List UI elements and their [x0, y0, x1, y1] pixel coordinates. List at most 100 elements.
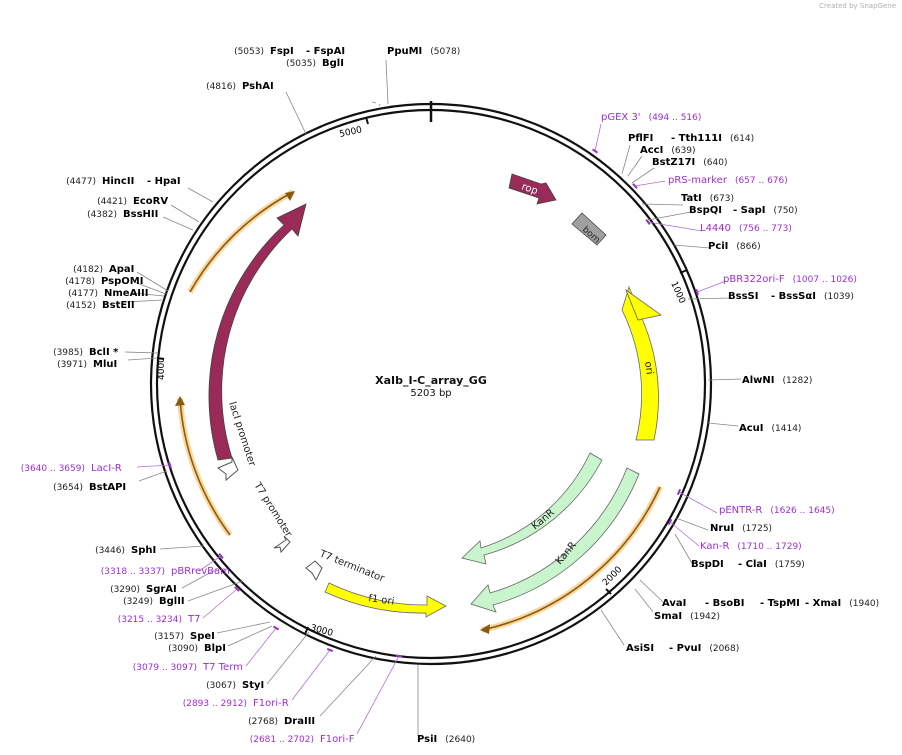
site-label-enzyme[interactable]: BglI — [322, 58, 344, 69]
site-label-enzyme[interactable]: DraIII — [284, 716, 315, 727]
site-label-enzyme[interactable]: - ClaI — [738, 559, 767, 570]
site-label-enzyme[interactable]: FspI — [270, 46, 294, 57]
site-label-enzyme[interactable]: - XmaI — [805, 598, 841, 609]
site-label-primer[interactable]: pENTR-R — [719, 505, 762, 516]
site-label-enzyme[interactable]: BssSI — [728, 291, 758, 302]
leader-line — [266, 631, 310, 685]
site-label-enzyme[interactable]: - FspAI — [306, 46, 345, 57]
primer-site-marker — [695, 288, 699, 296]
plasmid-name: XaIb_I-C_array_GG — [375, 374, 487, 387]
tick-mark-1000 — [679, 269, 688, 274]
leader-line — [285, 91, 307, 135]
leader-line — [138, 470, 168, 482]
tick-label-4000: 4000 — [157, 357, 167, 380]
leader-line — [170, 204, 200, 223]
site-label-enzyme[interactable]: AcuI — [739, 423, 764, 434]
site-label-enzyme[interactable]: PpuMI — [387, 46, 422, 57]
site-position: (1282) — [783, 376, 813, 386]
site-label-primer[interactable]: T7 — [187, 614, 200, 625]
site-label-primer[interactable]: pBR322ori-F — [723, 274, 785, 285]
site-label-enzyme[interactable]: TatI — [681, 193, 702, 204]
leader-lines — [124, 59, 742, 736]
leader-line — [707, 422, 739, 427]
site-label-enzyme[interactable]: NruI — [710, 523, 734, 534]
site-position: (639) — [671, 146, 695, 156]
site-label-primer[interactable]: pGEX 3' — [601, 112, 641, 123]
site-label-primer[interactable]: F1ori-F — [320, 734, 355, 745]
tick-mark-4000 — [156, 357, 165, 360]
site-position: (750) — [773, 206, 797, 216]
primer-site-marker — [645, 218, 651, 226]
site-label-enzyme[interactable]: AccI — [640, 145, 663, 156]
leader-line — [125, 299, 163, 303]
feature-rop-label: rop — [520, 181, 539, 197]
site-label-enzyme[interactable]: - TspMI — [760, 598, 800, 609]
feature-bom[interactable] — [571, 212, 607, 246]
site-label-enzyme[interactable]: BspQI — [689, 205, 722, 216]
leader-line — [356, 655, 400, 735]
site-label-enzyme[interactable]: - PvuI — [669, 643, 701, 654]
site-label-enzyme[interactable]: AlwNI — [742, 375, 775, 386]
site-label-primer[interactable]: L4440 — [700, 223, 731, 234]
site-label-enzyme[interactable]: BstAPI — [89, 482, 126, 493]
site-position: (2068) — [709, 644, 739, 654]
site-label-enzyme[interactable]: PciI — [708, 241, 728, 252]
site-label-primer[interactable]: LacI-R — [91, 463, 122, 474]
site-label-enzyme[interactable]: - HpaI — [147, 176, 181, 187]
feature-laci-promoter-arrow[interactable] — [217, 456, 239, 482]
site-label-enzyme[interactable]: MluI — [93, 359, 117, 370]
site-position: (5035) — [286, 59, 316, 69]
site-label-primer[interactable]: T7 Term — [202, 662, 243, 673]
site-label-enzyme[interactable]: PspOMI — [101, 276, 143, 287]
site-label-enzyme[interactable]: ApaI — [109, 264, 134, 275]
site-label-enzyme[interactable]: BglII — [159, 596, 185, 607]
site-label-enzyme[interactable]: AsiSI — [626, 643, 654, 654]
site-label-enzyme[interactable]: SmaI — [654, 611, 682, 622]
feature-laci[interactable] — [208, 203, 307, 461]
site-label-primer[interactable]: F1ori-R — [253, 698, 289, 709]
site-label-enzyme[interactable]: PshAI — [242, 81, 274, 92]
site-position: (3067) — [206, 681, 236, 691]
site-position: (3318 .. 3337) — [101, 567, 165, 577]
site-label-enzyme[interactable]: BstEII — [102, 300, 135, 311]
feature-ori[interactable] — [621, 285, 659, 441]
site-label-enzyme[interactable]: BclI * — [89, 347, 119, 358]
site-label-primer[interactable]: Kan-R — [700, 541, 729, 552]
site-label-enzyme[interactable]: StyI — [242, 680, 264, 691]
site-label-enzyme[interactable]: SphI — [131, 545, 156, 556]
feature-rop[interactable] — [508, 173, 557, 205]
site-label-enzyme[interactable]: SgrAI — [146, 584, 177, 595]
site-label-enzyme[interactable]: SpeI — [190, 631, 215, 642]
feature-t7-terminator-arrow[interactable] — [305, 560, 323, 582]
site-label-enzyme[interactable]: BspDI — [691, 559, 724, 570]
site-position: (1940) — [849, 599, 879, 609]
site-label-primer[interactable]: pRS-marker — [668, 175, 728, 186]
site-label-enzyme[interactable]: BstZ17I — [652, 157, 695, 168]
site-label-enzyme[interactable]: PflFI — [628, 133, 653, 144]
leader-line — [600, 609, 625, 646]
feature-ori-head[interactable] — [625, 288, 662, 321]
site-label-enzyme[interactable]: - Tth111I — [671, 133, 722, 144]
site-label-enzyme[interactable]: PsiI — [417, 734, 437, 745]
site-label-enzyme[interactable]: EcoRV — [133, 196, 168, 207]
leader-line — [181, 568, 218, 589]
feature-f1-ori[interactable] — [324, 582, 447, 618]
site-label-enzyme[interactable]: - SapI — [733, 205, 765, 216]
leader-line — [319, 655, 377, 717]
site-label-enzyme[interactable]: BlpI — [204, 643, 226, 654]
site-label-enzyme[interactable]: - BsoBI — [705, 598, 744, 609]
feature-kanr-inner[interactable] — [461, 452, 603, 565]
site-label-enzyme[interactable]: - BssSαI — [771, 291, 816, 302]
highlight-arc-upper-left-core — [189, 191, 294, 293]
leader-line — [687, 297, 732, 300]
site-label-enzyme[interactable]: AvaI — [662, 598, 686, 609]
site-label-primer[interactable]: pBRrevBam — [171, 566, 230, 577]
leader-line — [634, 180, 666, 187]
feature-t7-promoter-arrow[interactable] — [273, 535, 291, 554]
site-label-enzyme[interactable]: HincII — [102, 176, 134, 187]
feature-kanr-outer[interactable] — [470, 467, 640, 613]
site-label-enzyme[interactable]: BssHII — [123, 209, 158, 220]
primer-site-marker — [632, 183, 638, 189]
primer-site-marker — [676, 488, 682, 496]
site-label-enzyme[interactable]: NmeAIII — [104, 288, 148, 299]
